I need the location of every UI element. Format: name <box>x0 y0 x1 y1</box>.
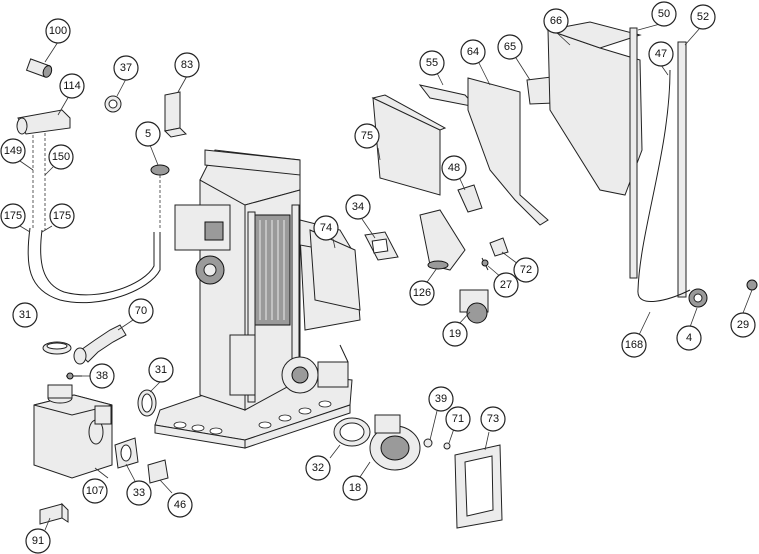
left-parts <box>16 58 188 525</box>
callout: 175 <box>49 203 75 229</box>
callout: 75 <box>354 123 380 149</box>
callout-label: 5 <box>145 128 151 140</box>
callout-label: 74 <box>320 222 332 234</box>
callout-label: 31 <box>155 364 167 376</box>
callout: 34 <box>345 194 371 220</box>
callout-label: 55 <box>426 57 438 69</box>
callout-label: 107 <box>86 485 104 497</box>
right-parts <box>309 21 758 529</box>
callout: 114 <box>59 73 85 99</box>
callout-label: 66 <box>550 15 562 27</box>
callout-label: 38 <box>96 370 108 382</box>
callout: 168 <box>621 332 647 358</box>
callout: 64 <box>460 39 486 65</box>
callout: 29 <box>730 312 756 338</box>
callout: 5 <box>135 121 161 147</box>
callout-label: 150 <box>52 151 70 163</box>
callout-label: 149 <box>4 145 22 157</box>
callout: 31 <box>148 357 174 383</box>
callout-label: 31 <box>19 309 31 321</box>
callout: 66 <box>543 8 569 34</box>
callout-label: 91 <box>32 535 44 547</box>
callout: 47 <box>648 41 674 67</box>
callout-label: 50 <box>658 8 670 20</box>
callout-label: 70 <box>135 305 147 317</box>
callout-label: 126 <box>413 287 431 299</box>
callout: 31 <box>12 302 38 328</box>
main-boiler-body <box>154 149 361 449</box>
callout: 65 <box>497 34 523 60</box>
callout: 19 <box>442 321 468 347</box>
leader-lines <box>19 23 753 531</box>
callout-label: 32 <box>312 462 324 474</box>
callout: 38 <box>89 363 115 389</box>
callout-label: 75 <box>361 130 373 142</box>
callout: 70 <box>128 298 154 324</box>
callout-label: 39 <box>435 393 447 405</box>
callout: 74 <box>313 215 339 241</box>
callout: 18 <box>342 475 368 501</box>
callout-label: 175 <box>4 210 22 222</box>
callout: 55 <box>419 50 445 76</box>
callout-label: 175 <box>53 210 71 222</box>
callout-label: 72 <box>520 264 532 276</box>
callout-label: 52 <box>697 11 709 23</box>
callout: 83 <box>174 52 200 78</box>
callout-label: 34 <box>352 201 364 213</box>
callout-label: 83 <box>181 59 193 71</box>
callout: 48 <box>441 155 467 181</box>
callout-label: 4 <box>686 332 692 344</box>
callout-label: 47 <box>655 48 667 60</box>
callout-label: 65 <box>504 41 516 53</box>
callout: 73 <box>480 406 506 432</box>
callout-label: 73 <box>487 413 499 425</box>
callout: 50 <box>651 1 677 27</box>
callout: 46 <box>167 492 193 518</box>
callout-label: 19 <box>449 328 461 340</box>
callout: 100 <box>45 18 71 44</box>
callout: 149 <box>0 138 26 164</box>
callout-label: 27 <box>500 279 512 291</box>
callout: 72 <box>513 257 539 283</box>
callout-label: 64 <box>467 46 479 58</box>
callout-label: 100 <box>49 25 67 37</box>
callout: 150 <box>48 144 74 170</box>
callout-label: 48 <box>448 162 460 174</box>
callout: 32 <box>305 455 331 481</box>
callout-label: 29 <box>737 319 749 331</box>
callout-label: 18 <box>349 482 361 494</box>
callout: 126 <box>409 280 435 306</box>
callout: 4 <box>676 325 702 351</box>
callout-label: 114 <box>63 80 81 92</box>
callout: 37 <box>113 55 139 81</box>
callout: 52 <box>690 4 716 30</box>
callout-label: 33 <box>133 487 145 499</box>
callout: 33 <box>126 480 152 506</box>
callout-label: 71 <box>452 413 464 425</box>
callout-label: 46 <box>174 499 186 511</box>
callout: 27 <box>493 272 519 298</box>
callout: 39 <box>428 386 454 412</box>
callout-label: 168 <box>625 339 643 351</box>
callout: 175 <box>0 203 26 229</box>
callout: 71 <box>445 406 471 432</box>
callout-label: 37 <box>120 62 132 74</box>
callout: 107 <box>82 478 108 504</box>
callout: 91 <box>25 528 51 554</box>
